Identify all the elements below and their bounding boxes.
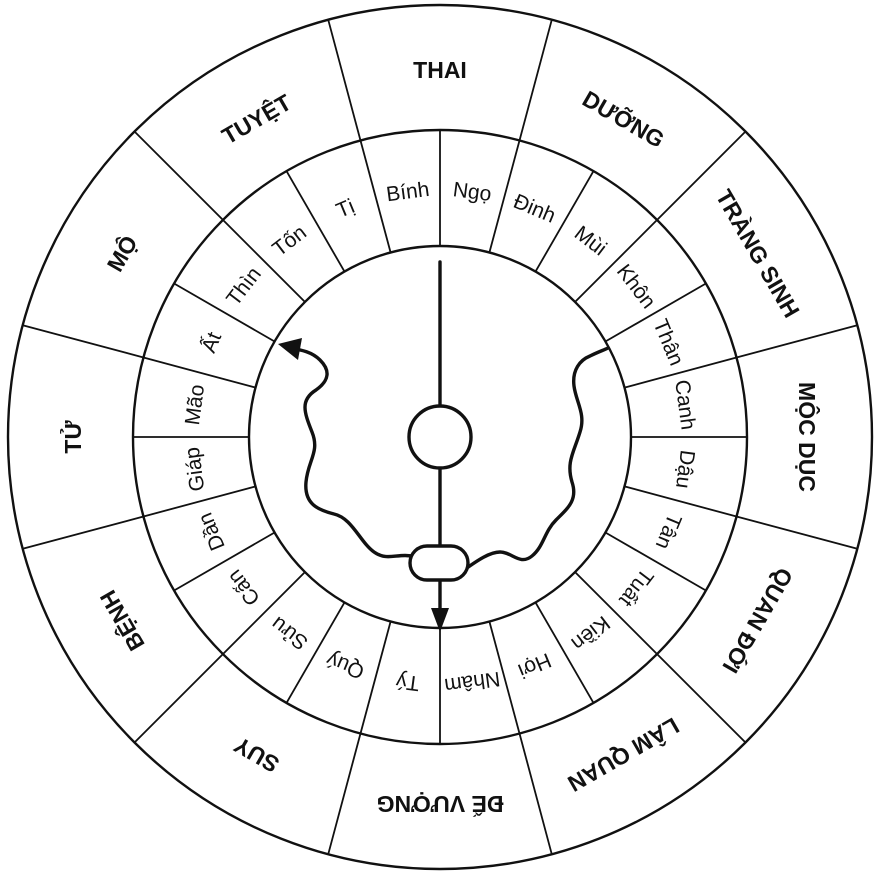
inner-divider [604, 282, 707, 343]
inner-direction-label: Khôn [612, 260, 660, 313]
inner-direction-label: Dần [194, 509, 230, 553]
outer-palace-label: TUYỆT [217, 88, 296, 149]
outer-divider [736, 515, 858, 550]
inner-direction-label: Dậu [671, 449, 699, 490]
outer-divider [518, 733, 553, 855]
outer-divider [327, 19, 362, 141]
inner-direction-label: Đinh [510, 190, 559, 228]
inner-direction-label: Kiền [567, 611, 614, 655]
inner-divider [574, 219, 658, 303]
inner-direction-label: Tân [651, 510, 686, 552]
outer-ring-circle [6, 3, 874, 871]
outer-divider [133, 653, 224, 744]
outer-ring-dividers [22, 19, 858, 855]
inner-divider [488, 140, 521, 253]
outer-divider [327, 733, 362, 855]
left-arrowhead-icon [278, 338, 302, 360]
outer-palace-label: LÂM QUAN [563, 713, 684, 798]
center-hub-icon [407, 404, 473, 470]
outer-palace-label: DƯỠNG [578, 85, 669, 153]
outer-palace-label: SUY [230, 732, 284, 778]
inner-direction-label: Giáp [181, 446, 210, 493]
outer-palace-label: ĐẾ VƯỢNG [377, 791, 504, 818]
inner-ring-dividers [133, 130, 747, 744]
inner-direction-label: Tốn [268, 221, 311, 261]
lower-pill-icon [408, 544, 470, 582]
inner-direction-label: Bính [385, 178, 431, 206]
inner-divider [143, 485, 256, 518]
inner-divider [222, 571, 306, 655]
outer-divider [22, 515, 144, 550]
outer-divider [736, 324, 858, 359]
outer-divider [22, 324, 144, 359]
inner-divider [534, 170, 595, 273]
inner-divider [143, 356, 256, 389]
inner-direction-label: Sửu [267, 612, 313, 654]
outer-palace-label: BỆNH [94, 586, 150, 656]
outer-divider [656, 130, 747, 221]
inner-divider [285, 170, 346, 273]
inner-divider [173, 282, 276, 343]
inner-direction-label: Tị [333, 195, 358, 223]
outer-divider [133, 130, 224, 221]
inner-direction-label: Tuất [614, 564, 657, 611]
inner-direction-label: Thân [648, 316, 688, 369]
inner-divider [624, 485, 737, 518]
outer-palace-label: QUAN ĐỚI [717, 563, 799, 678]
inner-divider [574, 571, 658, 655]
outer-palace-label: MỘC DỤC [794, 382, 821, 492]
inner-direction-label: Hợi [515, 648, 555, 682]
inner-direction-label: Tý [394, 669, 421, 695]
inner-direction-label: Mùi [570, 222, 611, 261]
right-wavy-line [462, 346, 610, 572]
outer-palace-label: TỬ [58, 420, 86, 454]
inner-direction-label: Cấn [223, 565, 265, 610]
inner-direction-label: Quý [323, 647, 368, 683]
inner-direction-label: Ất [197, 329, 226, 356]
outer-palace-label: THAI [413, 57, 467, 83]
down-arrowhead-icon [431, 608, 449, 632]
inner-divider [285, 601, 346, 704]
outer-divider [656, 653, 747, 744]
inner-divider [359, 621, 392, 734]
inner-direction-label: Nhâm [443, 667, 502, 697]
inner-divider [222, 219, 306, 303]
inner-divider [624, 356, 737, 389]
inner-direction-label: Thìn [222, 263, 266, 310]
outer-palace-label: TRÀNG SINH [711, 185, 806, 322]
inner-direction-label: Canh [670, 378, 699, 431]
inner-direction-label: Ngọ [452, 178, 493, 206]
left-wavy-line [288, 346, 418, 559]
inner-divider [359, 140, 392, 253]
inner-divider [534, 601, 595, 704]
inner-divider [173, 531, 276, 592]
inner-divider [488, 621, 521, 734]
outer-divider [518, 19, 553, 141]
outer-palace-label: MỘ [101, 230, 143, 276]
inner-divider [604, 531, 707, 592]
center-graphics [278, 260, 610, 632]
inner-direction-label: Mão [181, 383, 209, 427]
